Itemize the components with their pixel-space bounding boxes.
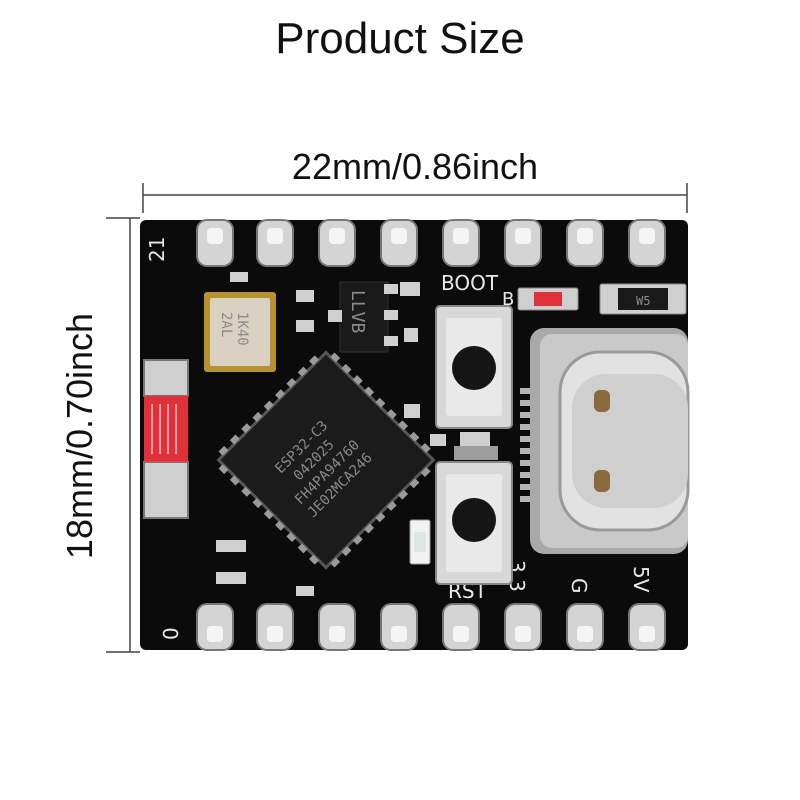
height-dimension-line bbox=[106, 217, 140, 653]
esp32-c3-chip: ESP32-C3 042025 FH4PA94760 JE02MCA246 bbox=[216, 350, 436, 570]
diode: W5 bbox=[599, 283, 687, 315]
status-led bbox=[409, 519, 431, 565]
pin-label-0: 0 bbox=[159, 627, 183, 640]
width-dimension-label: 22mm/0.86inch bbox=[291, 146, 539, 187]
crystal-oscillator: 1K40 2AL bbox=[204, 292, 276, 372]
boot-label: BOOT bbox=[441, 271, 499, 295]
smd-components bbox=[216, 272, 498, 596]
reset-button bbox=[435, 461, 513, 585]
power-led bbox=[517, 287, 579, 311]
ceramic-antenna bbox=[143, 359, 189, 519]
pin-label-21: 21 bbox=[145, 237, 169, 262]
usb-c-connector bbox=[520, 328, 690, 554]
boot-b-label: B bbox=[502, 289, 514, 310]
boot-button bbox=[435, 305, 513, 429]
diode-text: W5 bbox=[636, 294, 650, 308]
voltage-regulator: LLVB bbox=[328, 281, 398, 353]
crystal-text-2: 2AL bbox=[218, 312, 234, 337]
crystal-text-1: 1K40 bbox=[234, 312, 250, 346]
width-dimension-line bbox=[142, 183, 688, 213]
top-pin-pads bbox=[196, 219, 666, 267]
v5-label: 5V bbox=[629, 566, 653, 593]
regulator-text: LLVB bbox=[347, 290, 368, 333]
gnd-label: G bbox=[567, 578, 591, 594]
bottom-pin-pads bbox=[196, 603, 666, 651]
product-size-title: Product Size bbox=[275, 14, 525, 63]
